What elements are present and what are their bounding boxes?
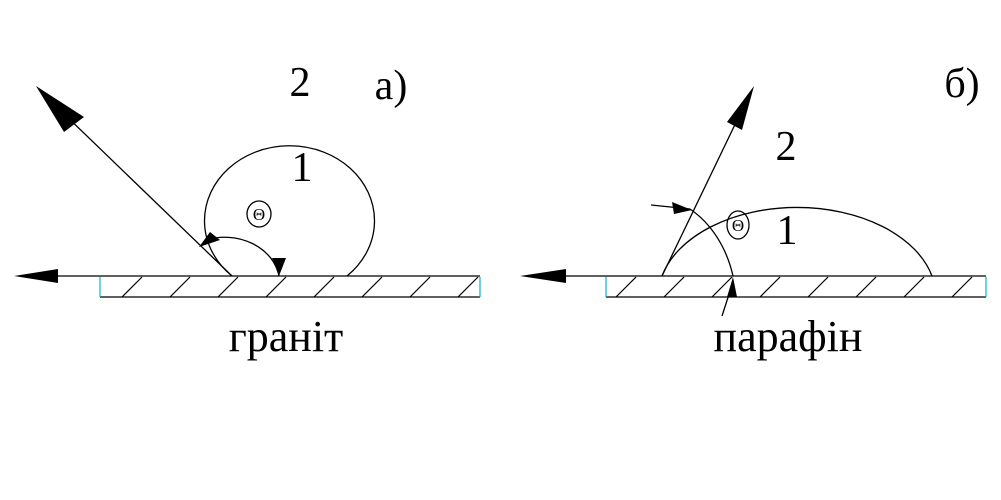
substrate-b-hatching: [615, 276, 973, 297]
substrate-a: [99, 276, 481, 298]
angle-arc-a: [199, 232, 286, 277]
panel-b-label: б): [944, 61, 979, 107]
surface-arrow-a: [14, 269, 480, 283]
theta-symbol-a: Θ: [246, 200, 272, 228]
medium-1-label-b: 1: [777, 208, 798, 254]
drop-b: [661, 206, 933, 277]
angle-arc-b: [650, 202, 737, 317]
medium-2-label-b: 2: [776, 124, 797, 170]
material-label-a: граніт: [229, 312, 344, 361]
tangent-arrow-b: [661, 86, 754, 277]
tangent-arrow-a: [36, 86, 233, 277]
svg-text:Θ: Θ: [253, 205, 265, 224]
drop-a: [203, 145, 376, 277]
material-label-b: парафін: [714, 312, 863, 361]
panel-a: Θ 2 1 а) граніт: [14, 60, 481, 361]
medium-2-label-a: 2: [290, 60, 311, 106]
panel-a-label: а): [375, 63, 408, 109]
theta-symbol-b: Θ: [726, 210, 750, 240]
medium-1-label-a: 1: [292, 145, 313, 191]
svg-text:Θ: Θ: [732, 216, 744, 235]
substrate-b: [605, 276, 987, 298]
panel-b: Θ 2 1 б) парафін: [520, 61, 987, 361]
substrate-a-hatching: [121, 276, 479, 297]
surface-arrow-b: [520, 269, 986, 283]
